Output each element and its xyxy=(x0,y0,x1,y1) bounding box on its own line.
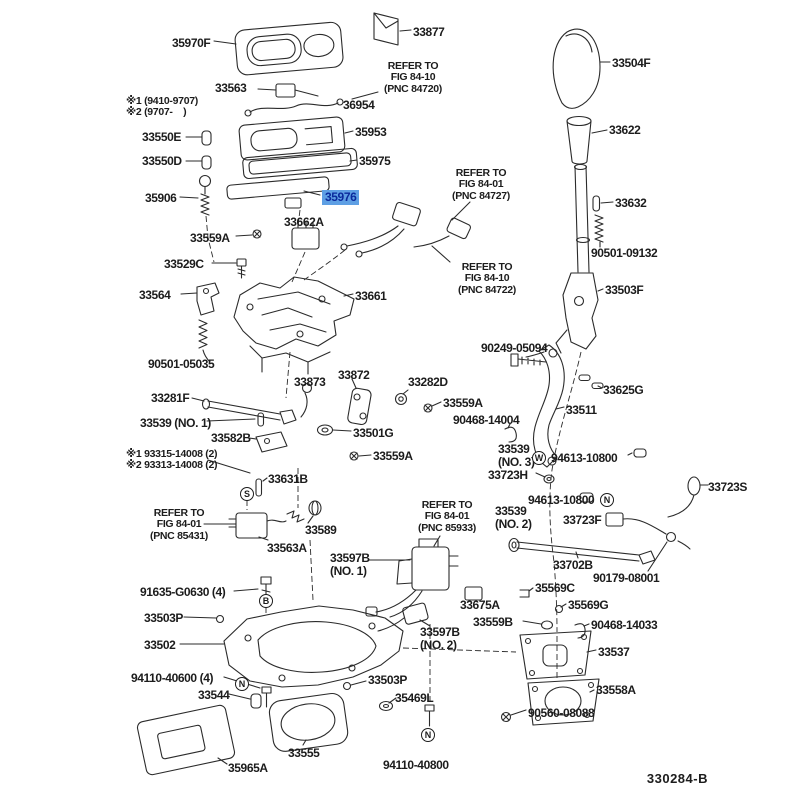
reference-note: REFER TO FIG 84-10 (PNC 84722) xyxy=(458,261,516,296)
reference-note: REFER TO FIG 84-01 (PNC 85431) xyxy=(150,507,208,542)
part-label-90249-05094[interactable]: 90249-05094 xyxy=(481,341,548,355)
part-label-33544[interactable]: 33544 xyxy=(198,688,230,702)
part-label-33625G[interactable]: 33625G xyxy=(603,383,644,397)
part-label-94613-10800-2[interactable]: 94613-10800 xyxy=(528,493,595,507)
part-label-35953[interactable]: 35953 xyxy=(355,125,387,139)
part-label-94613-10800[interactable]: 94613-10800 xyxy=(551,451,618,465)
part-label-33502[interactable]: 33502 xyxy=(144,638,176,652)
part-label-33559B[interactable]: 33559B xyxy=(473,615,513,629)
part-label-33555[interactable]: 33555 xyxy=(288,746,320,760)
part-label-90560-08088[interactable]: 90560-08088 xyxy=(528,706,595,720)
part-label-33632[interactable]: 33632 xyxy=(615,196,647,210)
part-label-33539[interactable]: 33539 (NO. 3) xyxy=(498,442,535,469)
symbol-w-circle: W xyxy=(532,451,546,465)
part-label-33503P-2[interactable]: 33503P xyxy=(368,673,407,687)
part-label-33539NO1[interactable]: 33539 (NO. 1) xyxy=(140,416,211,430)
part-label-35569C[interactable]: 35569C xyxy=(535,581,575,595)
part-label-33559A-2[interactable]: 33559A xyxy=(443,396,483,410)
symbol-n-circle: N xyxy=(600,493,614,507)
part-label-33622[interactable]: 33622 xyxy=(609,123,641,137)
part-label-33872[interactable]: 33872 xyxy=(338,368,370,382)
part-label-33550D[interactable]: 33550D xyxy=(142,154,182,168)
part-label-94110-406004[interactable]: 94110-40600 (4) xyxy=(131,671,214,685)
symbol-b-circle: B xyxy=(259,594,273,608)
reference-note: ※1 93315-14008 (2) ※2 93313-14008 (2) xyxy=(126,448,218,472)
part-label-35976[interactable]: 35976 xyxy=(322,190,360,205)
part-label-91635-G06304[interactable]: 91635-G0630 (4) xyxy=(140,585,226,599)
part-label-35569G[interactable]: 35569G xyxy=(568,598,609,612)
part-label-33597B-2[interactable]: 33597B (NO. 2) xyxy=(420,625,460,652)
part-label-33723F[interactable]: 33723F xyxy=(563,513,602,527)
part-label-33281F[interactable]: 33281F xyxy=(151,391,190,405)
part-label-35965A[interactable]: 35965A xyxy=(228,761,268,775)
part-label-33631B[interactable]: 33631B xyxy=(268,472,308,486)
reference-note: REFER TO FIG 84-01 (PNC 84727) xyxy=(452,167,510,202)
part-label-33539-2[interactable]: 33539 (NO. 2) xyxy=(495,504,532,531)
part-label-33537[interactable]: 33537 xyxy=(598,645,630,659)
part-label-33675A[interactable]: 33675A xyxy=(460,598,500,612)
reference-note: REFER TO FIG 84-10 (PNC 84720) xyxy=(384,60,442,95)
part-label-33504F[interactable]: 33504F xyxy=(612,56,651,70)
part-label-90179-08001[interactable]: 90179-08001 xyxy=(593,571,660,585)
part-label-33723H[interactable]: 33723H xyxy=(488,468,528,482)
part-label-33877[interactable]: 33877 xyxy=(413,25,445,39)
part-label-90468-14004[interactable]: 90468-14004 xyxy=(453,413,520,427)
reference-note: ※1 (9410-9707) ※2 (9707- ) xyxy=(126,95,198,119)
part-label-33597B[interactable]: 33597B (NO. 1) xyxy=(330,551,370,578)
part-label-33511[interactable]: 33511 xyxy=(566,403,597,417)
part-label-33559A-3[interactable]: 33559A xyxy=(373,449,413,463)
part-label-33661[interactable]: 33661 xyxy=(355,289,387,303)
part-label-33702B[interactable]: 33702B xyxy=(553,558,593,572)
reference-note: REFER TO FIG 84-01 (PNC 85933) xyxy=(418,499,476,534)
part-label-33558A[interactable]: 33558A xyxy=(596,683,636,697)
part-label-33564[interactable]: 33564 xyxy=(139,288,171,302)
part-label-33501G[interactable]: 33501G xyxy=(353,426,394,440)
part-label-33873[interactable]: 33873 xyxy=(294,375,326,389)
part-label-33503P[interactable]: 33503P xyxy=(144,611,183,625)
part-label-90501-05035[interactable]: 90501-05035 xyxy=(148,357,215,371)
part-label-33723S[interactable]: 33723S xyxy=(708,480,747,494)
part-label-94110-40800[interactable]: 94110-40800 xyxy=(383,758,449,772)
part-label-35469L[interactable]: 35469L xyxy=(395,691,434,705)
part-label-33550E[interactable]: 33550E xyxy=(142,130,181,144)
part-label-35975[interactable]: 35975 xyxy=(359,154,391,168)
part-label-35906[interactable]: 35906 xyxy=(145,191,177,205)
part-label-33662A[interactable]: 33662A xyxy=(284,215,324,229)
part-label-36954[interactable]: 36954 xyxy=(343,98,375,112)
symbol-n-circle: N xyxy=(235,677,249,691)
part-label-33563A[interactable]: 33563A xyxy=(267,541,307,555)
part-label-33589[interactable]: 33589 xyxy=(305,523,337,537)
part-label-33282D[interactable]: 33282D xyxy=(408,375,448,389)
symbol-n-circle: N xyxy=(421,728,435,742)
part-label-33503F[interactable]: 33503F xyxy=(605,283,644,297)
drawing-number: 330284-B xyxy=(646,771,708,786)
part-label-33559A[interactable]: 33559A xyxy=(190,231,230,245)
part-label-35970F[interactable]: 35970F xyxy=(172,36,211,50)
part-label-33582B[interactable]: 33582B xyxy=(211,431,251,445)
symbol-s-circle: S xyxy=(240,487,254,501)
part-label-90501-09132[interactable]: 90501-09132 xyxy=(591,246,658,260)
part-label-33563[interactable]: 33563 xyxy=(215,81,247,95)
part-label-33529C[interactable]: 33529C xyxy=(164,257,204,271)
part-label-90468-14033[interactable]: 90468-14033 xyxy=(591,618,658,632)
